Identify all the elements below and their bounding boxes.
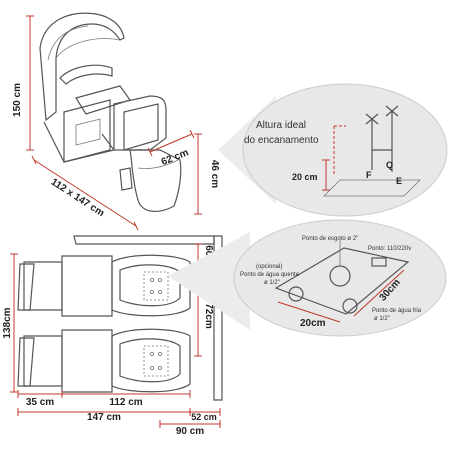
chair-leg-rest [129,149,182,212]
chair-base [43,121,116,163]
plumbing-callout-bubble [242,83,448,217]
plumbing-title-line1: Altura ideal [256,120,306,131]
chair-footprint-dimension: 112 x 147 cm [31,155,139,231]
cold-water-label-2: ø 1/2" [374,316,390,322]
chair-depth-label: 62 cm [160,147,191,168]
plan-seg-left-label: 35 cm [26,397,54,408]
wall-right [213,235,223,401]
plan-wall-len-label: 90 cm [176,426,204,437]
chair-height-label: 150 cm [12,83,23,117]
chair-side-left [63,99,111,163]
hot-water-label-1: Ponto de água quente [240,272,300,278]
hot-water-point [288,286,304,302]
floor-plan: 138cm 60cm 72cm 35 cm 112 cm 147 cm 52 c… [2,235,223,437]
chair-illustration [39,12,182,212]
plumbing-label-f: F [366,170,372,180]
plan-seg-mid-label: 112 cm [109,397,142,408]
chair-seat-back [75,85,131,115]
plumbing-callout: Altura ideal do encanamento 20 cm F Q E [218,83,448,217]
chair-basin [59,64,113,85]
cold-water-label-1: Ponto de água fria [372,308,422,314]
chair-height-dimension: 150 cm [12,15,34,151]
chair-footprint-label: 112 x 147 cm [49,177,106,220]
detail-width-label: 20cm [300,318,326,329]
valve-left-icon [365,113,379,125]
plan-total-len-label: 147 cm [87,412,121,423]
detail-callout: Ponto de esgoto ø 2" Ponto: 110/220v (op… [168,219,447,337]
floor-chair-1 [17,254,191,317]
plumbing-height-label: 20 cm [292,172,318,182]
optional-label: (opcional) [256,264,282,270]
plan-wall-gap-label: 52 cm [191,412,217,422]
hot-water-label-2: ø 1/2" [264,280,280,286]
plan-height-label: 138cm [2,307,13,338]
floor-chair-2 [17,328,191,393]
chair-right-block [113,95,167,151]
plumbing-label-e: E [396,176,402,186]
drain-label: Ponto de esgoto ø 2" [302,236,358,242]
chair-depth-dimension: 62 cm [147,129,195,168]
chair-seat-height-label: 46 cm [209,160,220,188]
plumbing-label-q: Q [386,160,393,170]
power-label: Ponto: 110/220v [368,246,411,252]
chair-seat-height-dimension: 46 cm [194,133,220,215]
detail-callout-bubble [233,219,447,337]
plan-basin-spacing-label: 72cm [203,303,214,329]
valve-right-icon [385,105,399,117]
power-point [371,257,387,267]
floor-plate [274,247,410,315]
plumbing-title-line2: do encanamento [244,135,319,146]
wall-top [73,235,215,245]
cold-water-point [342,298,358,314]
